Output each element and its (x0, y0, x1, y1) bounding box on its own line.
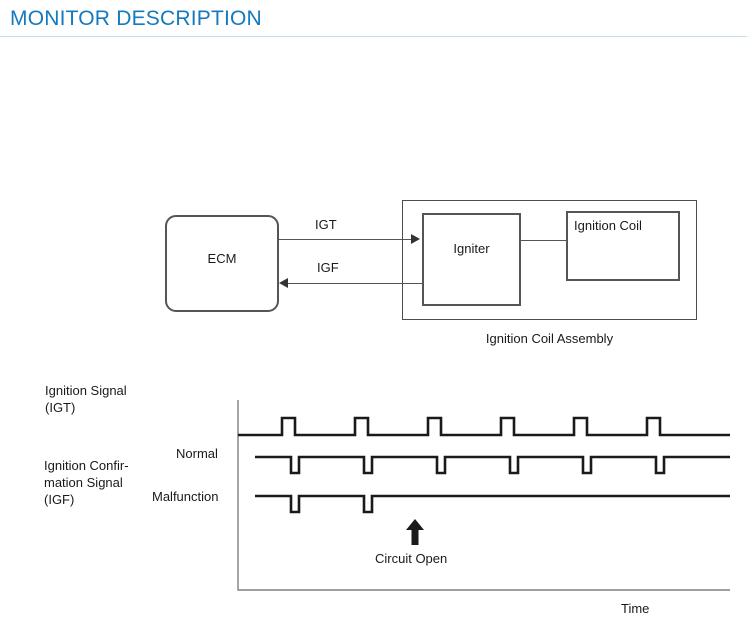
malfunction-trace-label: Malfunction (152, 489, 219, 504)
annotation-arrow-head-icon (406, 519, 424, 530)
igt-caption-line-1: Ignition Signal (45, 383, 127, 398)
igt-arrowhead-icon (411, 234, 420, 244)
page-title: MONITOR DESCRIPTION (10, 7, 262, 30)
ignition-coil-box-label: Ignition Coil (574, 218, 642, 233)
ignition-coil-box (566, 211, 680, 281)
ecm-box-label: ECM (207, 251, 237, 266)
waveform-trace (238, 416, 730, 437)
annotation-arrow-shaft (411, 528, 419, 545)
chart-axes (237, 400, 730, 591)
igf-waveform-caption: Ignition Confir- mation Signal (IGF) (44, 457, 129, 508)
igt-connector-line (279, 239, 415, 240)
igf-connector-line (288, 283, 422, 284)
ignition-coil-assembly-caption: Ignition Coil Assembly (485, 331, 614, 346)
normal-trace-label: Normal (176, 446, 218, 461)
igf-arrowhead-icon (279, 278, 288, 288)
ecm-box (165, 215, 279, 312)
title-underline-divider (0, 36, 747, 37)
waveform-trace (255, 455, 730, 475)
waveform-trace (255, 494, 730, 514)
circuit-open-annotation-label: Circuit Open (375, 551, 448, 566)
igniter-to-coil-connector-line (521, 240, 566, 241)
igf-caption-line-1: Ignition Confir- (44, 458, 129, 473)
igt-waveform-caption: Ignition Signal (IGT) (45, 382, 127, 416)
igt-caption-line-2: (IGT) (45, 400, 76, 415)
chart-traces (238, 416, 730, 514)
igniter-box (422, 213, 521, 306)
igt-signal-label: IGT (315, 217, 337, 232)
x-axis-label: Time (621, 601, 650, 616)
igf-signal-label: IGF (317, 260, 339, 275)
chart-annotation-arrow (406, 519, 424, 545)
igniter-box-label: Igniter (453, 241, 490, 256)
igf-caption-line-2: mation Signal (44, 475, 123, 490)
igf-caption-line-3: (IGF) (44, 492, 75, 507)
